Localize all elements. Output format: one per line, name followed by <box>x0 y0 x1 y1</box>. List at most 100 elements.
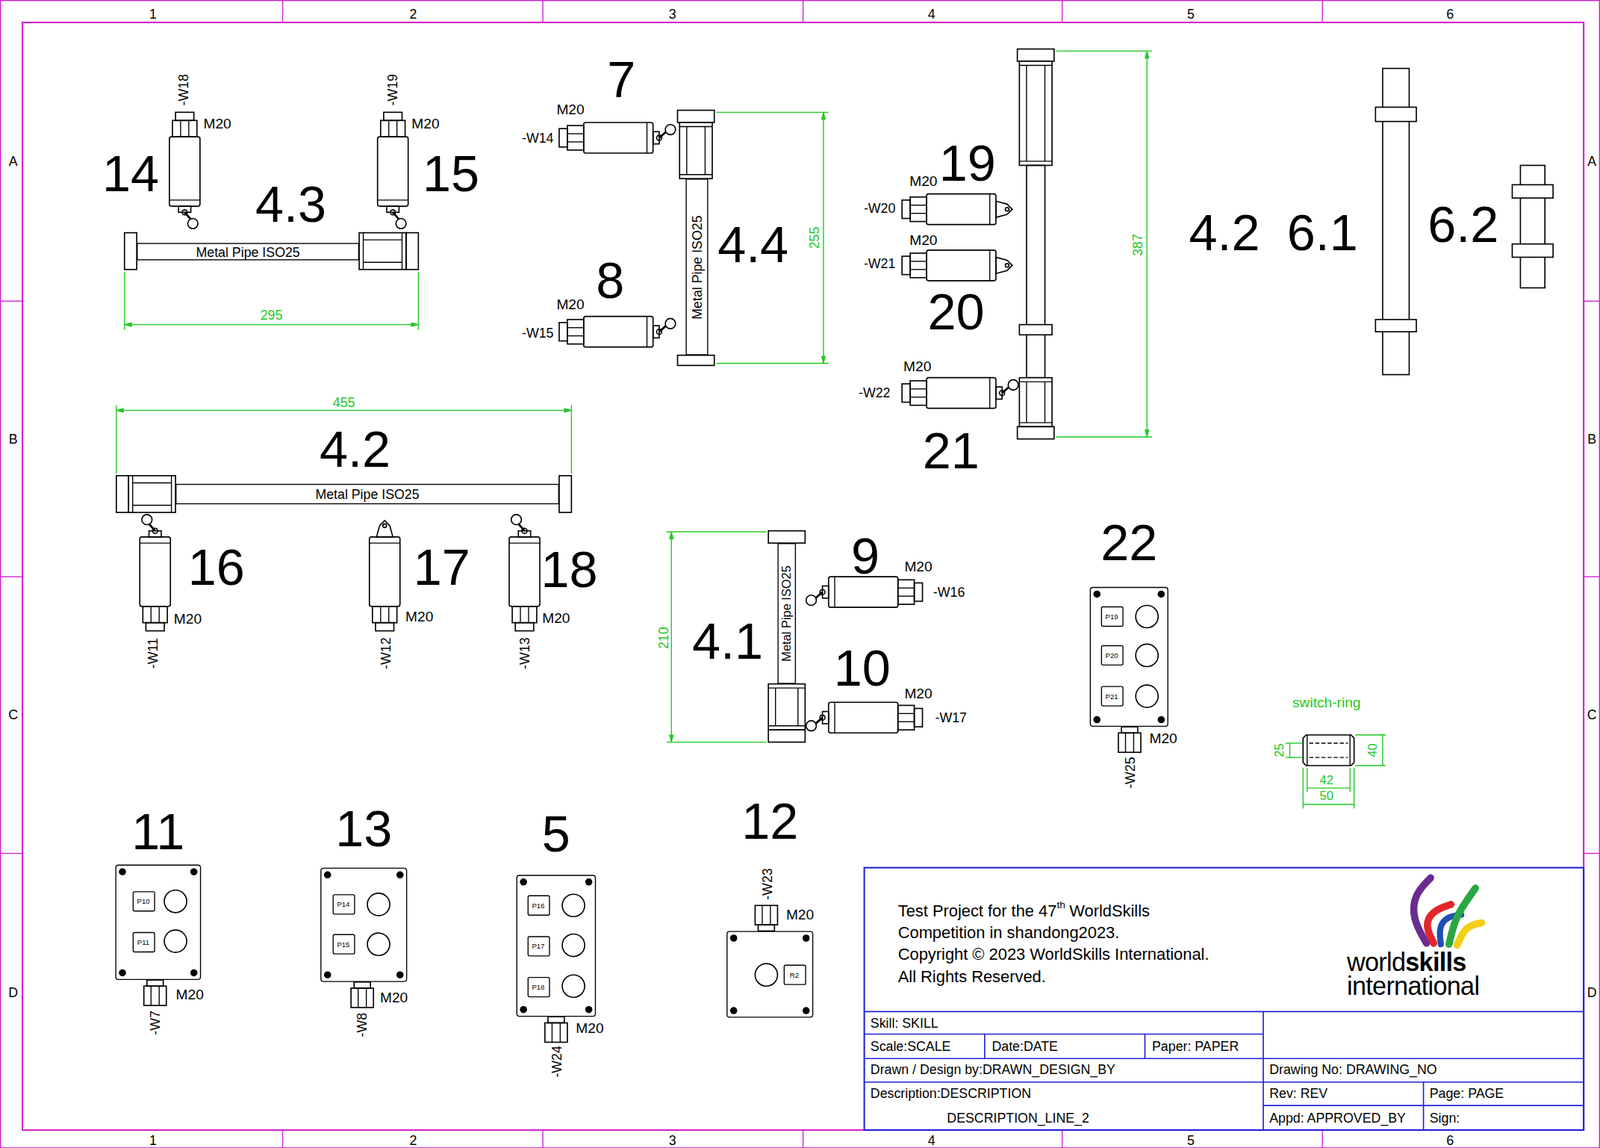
title-block-cell: Date:DATE <box>991 1039 1058 1053</box>
cable-label: -W21 <box>863 256 896 271</box>
pushbutton <box>367 892 390 916</box>
coupling-edge <box>1025 381 1027 423</box>
gland-facet <box>380 606 381 623</box>
gland-facet <box>396 120 398 137</box>
cable-label: -W12 <box>379 636 393 669</box>
mounting-screw <box>324 970 332 979</box>
pipe-flange <box>768 530 805 543</box>
extension-line <box>1353 767 1355 809</box>
callout-number: 12 <box>741 795 799 846</box>
gland-facet <box>519 606 521 623</box>
zone-label: B <box>8 432 18 446</box>
ring-edge <box>1349 734 1350 766</box>
dimension-line <box>1381 734 1383 766</box>
gland-size-label: M20 <box>542 609 570 625</box>
pipe-ring <box>1375 107 1417 122</box>
pipe-ring <box>1511 244 1553 258</box>
switch-body <box>926 194 996 225</box>
gland-facet <box>551 1022 553 1042</box>
title-text: WorldSkills <box>1069 903 1150 920</box>
metal-pipe: Metal Pipe ISO25 <box>685 178 708 355</box>
zone-label: 6 <box>1446 7 1454 21</box>
switch-body <box>926 250 996 281</box>
switch-body <box>926 377 996 409</box>
coupling-edge <box>170 475 172 513</box>
limit-switch <box>139 514 171 631</box>
switch-body <box>377 136 409 207</box>
gland-size-label: M20 <box>786 907 814 922</box>
lever-pivot <box>819 589 826 595</box>
pushbutton-enclosure: P16P17P185 <box>516 874 597 1017</box>
extension-line <box>571 405 572 475</box>
dimension-arrow <box>124 322 133 327</box>
part-name: switch-ring <box>1292 695 1361 710</box>
dimension-text: 40 <box>1366 742 1379 757</box>
dimension-arrow <box>821 356 826 364</box>
title-block-line <box>864 1010 1585 1013</box>
cable-gland-thread <box>147 979 164 986</box>
coupling-edge <box>768 686 805 688</box>
gland-facet <box>898 721 915 722</box>
metal-pipe: Metal Pipe ISO25 <box>136 242 360 260</box>
zone-tick <box>542 1129 543 1148</box>
cable-gland-nut <box>910 253 927 278</box>
gland-size-label: M20 <box>203 116 231 131</box>
title-block-line <box>1263 1057 1584 1059</box>
gland-facet <box>388 606 389 623</box>
button-label-plate: P14 <box>332 893 355 914</box>
cable-label: -W18 <box>176 73 191 106</box>
cable-label: -W22 <box>858 386 890 400</box>
pipe-coupling <box>359 232 407 270</box>
title-block-cell: Scale:SCALE <box>870 1039 952 1053</box>
pipe-flange <box>1017 426 1055 439</box>
gland-facet <box>1133 732 1135 752</box>
button-label-plate: P18 <box>527 975 550 996</box>
pushbutton <box>367 932 390 955</box>
button-label: P19 <box>1105 612 1119 620</box>
cable-label: -W11 <box>146 637 160 669</box>
gland-facet <box>159 985 160 1005</box>
switch-head-joint <box>169 199 201 201</box>
cable-label: -W7 <box>148 1010 163 1035</box>
button-label-plate: P20 <box>1100 644 1123 665</box>
cable-gland-nut <box>910 197 927 222</box>
coupling-edge <box>679 173 713 175</box>
coupling-edge <box>1025 64 1027 161</box>
button-label-plate: P15 <box>332 933 355 954</box>
mounting-screw <box>396 970 404 979</box>
cable-gland-thread <box>914 582 923 602</box>
gland-facet <box>188 120 189 137</box>
coupling-edge <box>1019 421 1052 423</box>
pipe-coupling <box>768 683 805 731</box>
logo-text: international <box>1346 972 1480 999</box>
gland-facet <box>388 120 389 137</box>
cable-label: -W20 <box>863 201 896 216</box>
pushbutton <box>164 889 187 913</box>
callout-number: 4.2 <box>1189 206 1261 258</box>
switch-head-joint <box>369 542 401 543</box>
zone-tick <box>1322 1129 1324 1148</box>
switch-body <box>139 536 171 607</box>
cable-gland-thread <box>1121 726 1138 733</box>
gland-size-label: M20 <box>411 116 440 131</box>
zone-tick <box>0 852 23 854</box>
pipe-flange <box>677 355 714 366</box>
button-label-plate: P21 <box>1100 685 1123 706</box>
cable-gland-thread <box>515 622 534 631</box>
roller <box>665 318 676 329</box>
gland-size-label: M20 <box>173 611 202 626</box>
switch-head-joint <box>509 542 540 543</box>
coupling-edge <box>363 238 403 240</box>
gland-facet <box>567 141 584 142</box>
zone-label: 2 <box>409 7 418 21</box>
zone-tick <box>282 0 283 23</box>
mounting-screw <box>118 867 127 876</box>
cable-label: -W15 <box>521 326 554 340</box>
zone-label: A <box>1587 154 1597 168</box>
mounting-screw <box>190 969 198 977</box>
extension-line <box>1285 756 1303 758</box>
title-text: Copyright © 2023 WorldSkills Internation… <box>898 945 1210 963</box>
pipe-label: Metal Pipe ISO25 <box>315 487 419 501</box>
extension-line <box>418 271 419 331</box>
callout-number: 8 <box>595 255 625 307</box>
